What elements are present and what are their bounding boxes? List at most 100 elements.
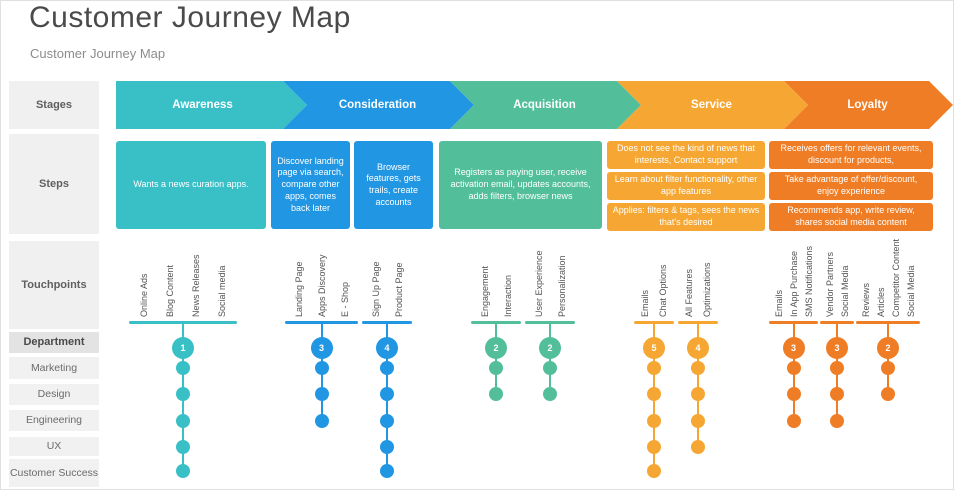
touchpoint-group-bar — [362, 321, 412, 324]
touchpoint-label: SMS Notifications — [803, 245, 814, 317]
department-dot — [647, 414, 661, 428]
touchpoint-group-bar — [129, 321, 237, 324]
touchpoint-count-badge: 4 — [376, 337, 398, 359]
department-dot — [881, 387, 895, 401]
department-dot — [830, 414, 844, 428]
department-dot — [380, 387, 394, 401]
touchpoint-group-bar — [285, 321, 358, 324]
touchpoint-label: In App Purchase — [788, 250, 799, 317]
touchpoint-count-badge: 4 — [687, 337, 709, 359]
touchpoint-count-badge: 1 — [172, 337, 194, 359]
touchpoint-label: Online Ads — [139, 273, 149, 317]
department-row-label: Customer Success — [9, 459, 99, 487]
department-row-label: Engineering — [9, 410, 99, 431]
touchpoint-label: Personalization — [556, 255, 567, 317]
touchpoint-label: Social media — [217, 265, 227, 317]
touchpoint-label: Blog Content — [165, 264, 175, 317]
department-dot — [176, 361, 190, 375]
touchpoint-label: Reviews — [860, 282, 871, 317]
touchpoint-label: All Features — [684, 268, 694, 317]
touchpoint-label: Landing Page — [293, 261, 304, 317]
touchpoint-group-bar — [820, 321, 854, 324]
step-box: Learn about filter functionality, other … — [607, 172, 765, 200]
department-row-label: Marketing — [9, 357, 99, 379]
touchpoint-count-badge: 3 — [826, 337, 848, 359]
department-dot — [314, 361, 329, 375]
stage-arrow: Acquisition — [450, 81, 641, 129]
touchpoint-label: Emails — [640, 289, 650, 317]
department-dot — [380, 414, 394, 428]
touchpoint-group-bar — [525, 321, 575, 324]
touchpoint-count-badge: 2 — [877, 337, 899, 359]
department-dot — [489, 361, 503, 375]
touchpoint-label: Social Media — [839, 265, 850, 317]
step-box: Recommends app, write review, shares soc… — [769, 203, 933, 231]
department-dot — [647, 440, 661, 454]
department-connector-line — [495, 324, 497, 394]
department-dot — [176, 387, 190, 401]
department-dot — [489, 387, 503, 401]
page-title: Customer Journey Map — [29, 1, 351, 34]
step-box: Applies: filters & tags, sees the news t… — [607, 203, 765, 231]
touchpoint-label: Product Page — [393, 262, 404, 317]
department-dot — [691, 414, 705, 428]
page-subtitle: Customer Journey Map — [30, 46, 166, 61]
stage-arrow: Consideration — [283, 81, 474, 129]
department-dot — [647, 387, 661, 401]
department-dot — [786, 414, 801, 428]
step-box: Does not see the kind of news that inter… — [607, 141, 765, 169]
step-box: Wants a news curation apps. — [116, 141, 266, 229]
department-dot — [314, 387, 329, 401]
department-dot — [380, 361, 394, 375]
row-label-stages: Stages — [9, 81, 99, 129]
department-dot — [176, 414, 190, 428]
stage-arrow: Service — [617, 81, 808, 129]
touchpoint-label: Emails — [773, 289, 784, 317]
step-box: Browser features, gets trails, create ac… — [354, 141, 433, 229]
touchpoint-label: User Experience — [533, 250, 544, 317]
department-dot — [786, 387, 801, 401]
step-box: Discover landing page via search, compar… — [271, 141, 350, 229]
touchpoint-count-badge: 3 — [782, 337, 805, 359]
department-dot — [543, 361, 557, 375]
department-row-label: Design — [9, 384, 99, 405]
stage-arrow: Awareness — [116, 81, 307, 129]
touchpoint-label: News Releases — [191, 254, 201, 317]
department-dot — [691, 361, 705, 375]
department-dot — [647, 361, 661, 375]
step-box: Take advantage of offer/discount, enjoy … — [769, 172, 933, 200]
touchpoint-group-bar — [471, 321, 521, 324]
touchpoint-label: Engagement — [479, 265, 490, 317]
touchpoint-label: E - Shop — [339, 281, 350, 317]
department-dot — [881, 361, 895, 375]
touchpoint-label: Competitor Content — [890, 238, 901, 317]
touchpoint-count-badge: 5 — [643, 337, 665, 359]
touchpoint-label: Optimizations — [702, 262, 712, 317]
row-label-touchpoints: Touchpoints — [9, 241, 99, 329]
touchpoint-label: Vendor Partners — [824, 251, 835, 317]
department-dot — [830, 361, 844, 375]
row-label-steps: Steps — [9, 134, 99, 234]
department-dot — [691, 387, 705, 401]
touchpoint-group-bar — [634, 321, 674, 324]
department-dot — [380, 440, 394, 454]
touchpoint-count-badge: 3 — [310, 337, 333, 359]
touchpoint-count-badge: 2 — [485, 337, 507, 359]
touchpoint-count-badge: 2 — [539, 337, 561, 359]
department-dot — [176, 464, 190, 478]
touchpoint-label: Social Media — [905, 265, 916, 317]
department-dot — [647, 464, 661, 478]
step-box: Receives offers for relevant events, dis… — [769, 141, 933, 169]
touchpoint-group-bar — [856, 321, 920, 324]
stage-arrow: Loyalty — [784, 81, 953, 129]
department-dot — [786, 361, 801, 375]
department-dot — [830, 387, 844, 401]
department-dot — [543, 387, 557, 401]
department-dot — [380, 464, 394, 478]
department-row-label: UX — [9, 437, 99, 456]
touchpoint-label: Articles — [875, 287, 886, 317]
touchpoint-group-bar — [769, 321, 818, 324]
touchpoint-label: Chat Options — [658, 264, 668, 317]
department-dot — [691, 440, 705, 454]
